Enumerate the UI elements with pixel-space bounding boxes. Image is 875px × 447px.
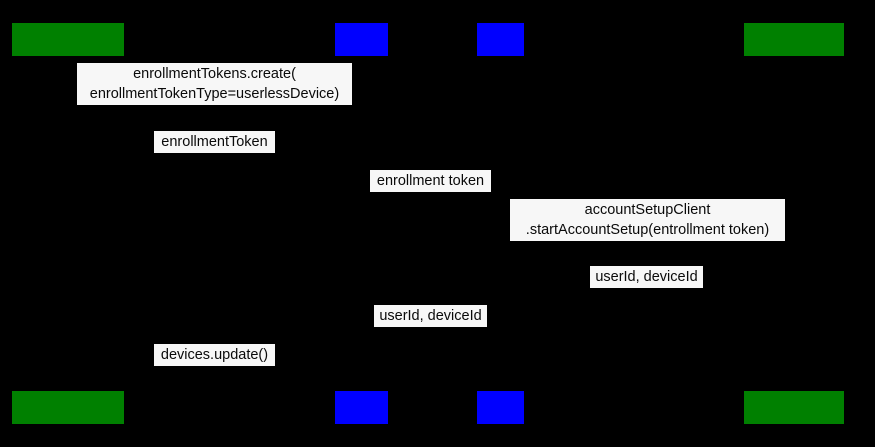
message-label-msg-2: enrollmentToken: [154, 131, 275, 153]
message-arrow-msg-5: [500, 288, 794, 289]
message-arrow-msg-6: [361, 327, 501, 328]
participant-foot-amapi-sdk[interactable]: [743, 390, 845, 425]
lifeline-playemm-api: [68, 57, 69, 390]
message-arrowhead-msg-7: [68, 363, 76, 371]
message-arrow-msg-4: [500, 241, 794, 242]
message-text-line1: userId, deviceId: [595, 269, 698, 285]
message-arrow-msg-3: [361, 192, 501, 193]
lifeline-amapi-sdk: [794, 57, 795, 390]
message-label-msg-6: userId, deviceId: [374, 305, 487, 327]
message-text-line1: devices.update(): [160, 347, 269, 363]
message-text-line2: enrollmentTokenType=userlessDevice): [89, 86, 340, 102]
message-text-line1: enrollmentToken: [161, 134, 268, 150]
participant-foot-dpc[interactable]: [476, 390, 525, 425]
message-arrowhead-msg-6: [361, 324, 370, 332]
message-label-msg-1: enrollmentTokens.create( enrollmentTokenT…: [77, 63, 352, 105]
message-label-msg-5: userId, deviceId: [590, 266, 703, 288]
message-text-line1: enrollmentTokens.create(: [133, 66, 296, 82]
participant-head-playemm-api[interactable]: [11, 22, 125, 57]
lifeline-dpc: [501, 57, 502, 390]
message-arrowhead-msg-1: [68, 102, 76, 110]
participant-foot-emm[interactable]: [334, 390, 389, 425]
message-arrowhead-msg-3: [492, 189, 501, 197]
message-arrowhead-msg-2: [353, 150, 362, 158]
message-arrow-msg-7: [68, 366, 362, 367]
participant-head-emm[interactable]: [334, 22, 389, 57]
message-arrowhead-msg-5: [500, 285, 509, 293]
message-text-line2: .startAccountSetup(entrollment token): [525, 222, 770, 238]
message-label-msg-3: enrollment token: [370, 170, 491, 192]
message-arrow-msg-2: [68, 153, 362, 154]
participant-foot-playemm-api[interactable]: [11, 390, 125, 425]
message-text-line1: enrollment token: [376, 173, 485, 189]
message-arrowhead-msg-4: [786, 238, 794, 246]
participant-head-dpc[interactable]: [476, 22, 525, 57]
lifeline-emm: [362, 57, 363, 390]
message-arrow-msg-1: [68, 105, 362, 106]
participant-head-amapi-sdk[interactable]: [743, 22, 845, 57]
message-label-msg-7: devices.update(): [154, 344, 275, 366]
message-text-line1: accountSetupClient: [584, 202, 711, 218]
message-label-msg-4: accountSetupClient .startAccountSetup(ent…: [510, 199, 785, 241]
message-text-line1: userId, deviceId: [379, 308, 482, 324]
